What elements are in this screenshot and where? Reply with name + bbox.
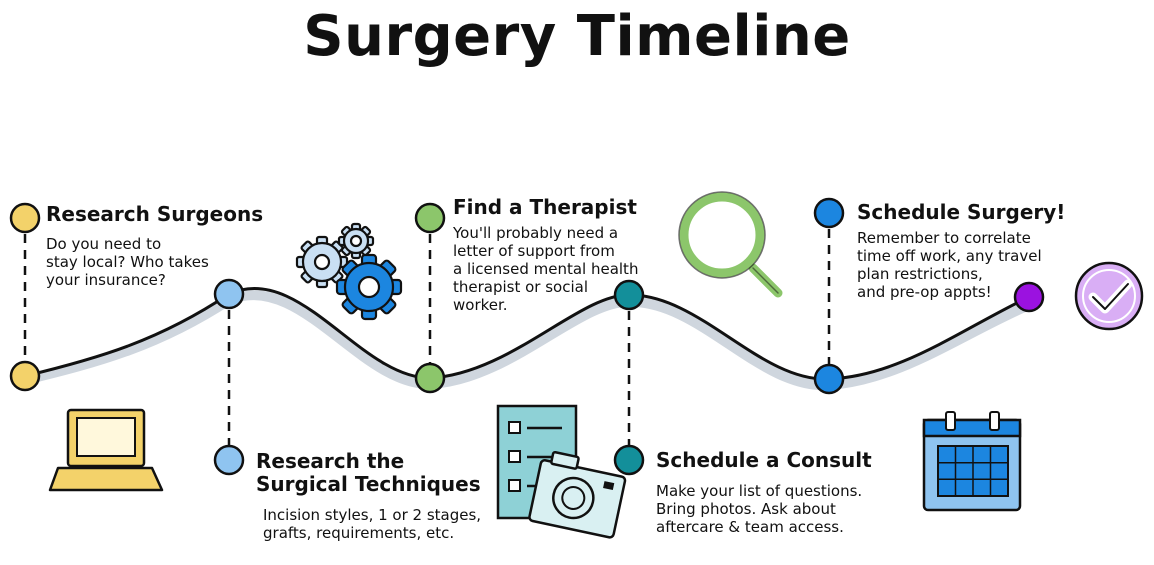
step-4-body: Make your list of questions. Bring photo… [656, 482, 863, 536]
camera-icon [528, 450, 627, 539]
node-therapist-line [414, 362, 446, 394]
timeline-shadow [20, 290, 1034, 391]
step-5-heading: Schedule Surgery! [857, 200, 1066, 224]
step-1-heading: Research Surgeons [46, 202, 264, 226]
timeline-line [23, 286, 1031, 381]
calendar-icon [922, 411, 1022, 512]
gears-icon [295, 222, 403, 321]
node-research-surgeons-top [9, 202, 41, 234]
node-research-techniques-line [213, 278, 245, 310]
page-title: Surgery Timeline [303, 4, 851, 69]
nodes [9, 197, 1045, 476]
laptop-icon [48, 408, 164, 492]
node-surgery-line [813, 363, 845, 395]
checkmark-icon [1074, 261, 1144, 331]
node-end [1013, 281, 1045, 313]
node-surgery-top [813, 197, 845, 229]
node-consult-line [613, 279, 645, 311]
node-consult-bottom [613, 444, 645, 476]
step-4-heading: Schedule a Consult [656, 448, 872, 472]
node-therapist-top [414, 202, 446, 234]
node-research-surgeons-line [9, 360, 41, 392]
step-2-heading: Research the Surgical Techniques [256, 449, 481, 496]
step-3-heading: Find a Therapist [453, 195, 637, 219]
step-5-body: Remember to correlate time off work, any… [857, 229, 1042, 301]
magnifier-icon [678, 191, 783, 298]
step-3-body: You'll probably need a letter of support… [453, 224, 639, 314]
step-1-body: Do you need to stay local? Who takes you… [46, 235, 209, 289]
node-research-techniques-bottom [213, 444, 245, 476]
step-2-body: Incision styles, 1 or 2 stages, grafts, … [263, 506, 482, 542]
